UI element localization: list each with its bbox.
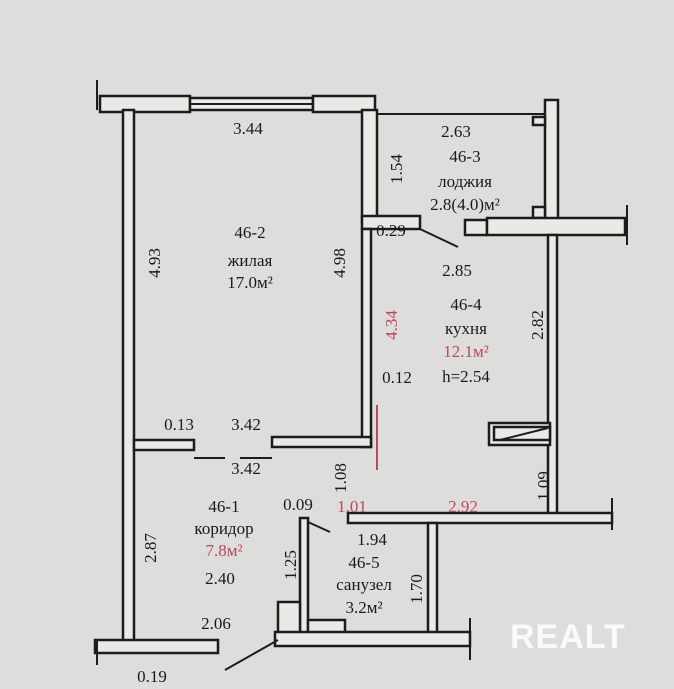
- room-name: жилая: [227, 251, 273, 270]
- room-id: 46-4: [450, 295, 482, 314]
- dim: 2.82: [528, 310, 547, 340]
- dimension-labels: 3.44 2.63 1.54 0.29 4.93 4.98 2.85 4.34 …: [137, 119, 553, 686]
- room-kitchen: 46-4 кухня 12.1м² h=2.54: [442, 295, 490, 386]
- room-area: 12.1м²: [443, 342, 489, 361]
- dim: 1.70: [407, 574, 426, 604]
- room-living: 46-2 жилая 17.0м²: [227, 223, 273, 292]
- dim: 0.12: [382, 368, 412, 387]
- room-id: 46-3: [449, 147, 480, 166]
- window-loggia: [463, 218, 489, 237]
- dim: 0.19: [137, 667, 167, 686]
- walls: [93, 80, 628, 671]
- dim: 2.92: [448, 497, 478, 516]
- dim: 2.40: [205, 569, 235, 588]
- dim: 1.25: [281, 550, 300, 580]
- room-loggia: 46-3 лоджия 2.8(4.0)м²: [430, 147, 500, 214]
- room-id: 46-2: [234, 223, 265, 242]
- dim: 0.29: [376, 221, 406, 240]
- dim: 2.87: [141, 533, 160, 563]
- room-id: 46-1: [208, 497, 239, 516]
- dim: 0.09: [283, 495, 313, 514]
- room-name: лоджия: [438, 172, 492, 191]
- dim: 2.85: [442, 261, 472, 280]
- room-corridor: 46-1 коридор 7.8м²: [194, 497, 253, 560]
- dim: 3.42: [231, 415, 261, 434]
- dim: 1.09: [534, 471, 553, 501]
- room-area: 7.8м²: [205, 541, 242, 560]
- room-bathroom: 46-5 санузел 3.2м²: [336, 553, 392, 617]
- room-name: коридор: [194, 519, 253, 538]
- room-area: 3.2м²: [345, 598, 382, 617]
- dim: 1.01: [337, 497, 367, 516]
- dim: 2.06: [201, 614, 231, 633]
- dim: 0.13: [164, 415, 194, 434]
- room-name: санузел: [336, 575, 392, 594]
- dim: 3.42: [231, 459, 261, 478]
- dim: 1.94: [357, 530, 387, 549]
- dim: 4.34: [382, 310, 401, 340]
- dim: 4.98: [330, 248, 349, 278]
- dim: 4.93: [145, 248, 164, 278]
- watermark-logo: REALT: [510, 618, 626, 656]
- room-id: 46-5: [348, 553, 379, 572]
- dim: 3.44: [233, 119, 263, 138]
- room-area: 17.0м²: [227, 273, 273, 292]
- dim: 1.08: [331, 463, 350, 493]
- room-name: кухня: [445, 319, 487, 338]
- dim: 1.54: [387, 154, 406, 184]
- dim: 2.63: [441, 122, 471, 141]
- room-area: 2.8(4.0)м²: [430, 195, 500, 214]
- room-height: h=2.54: [442, 367, 490, 386]
